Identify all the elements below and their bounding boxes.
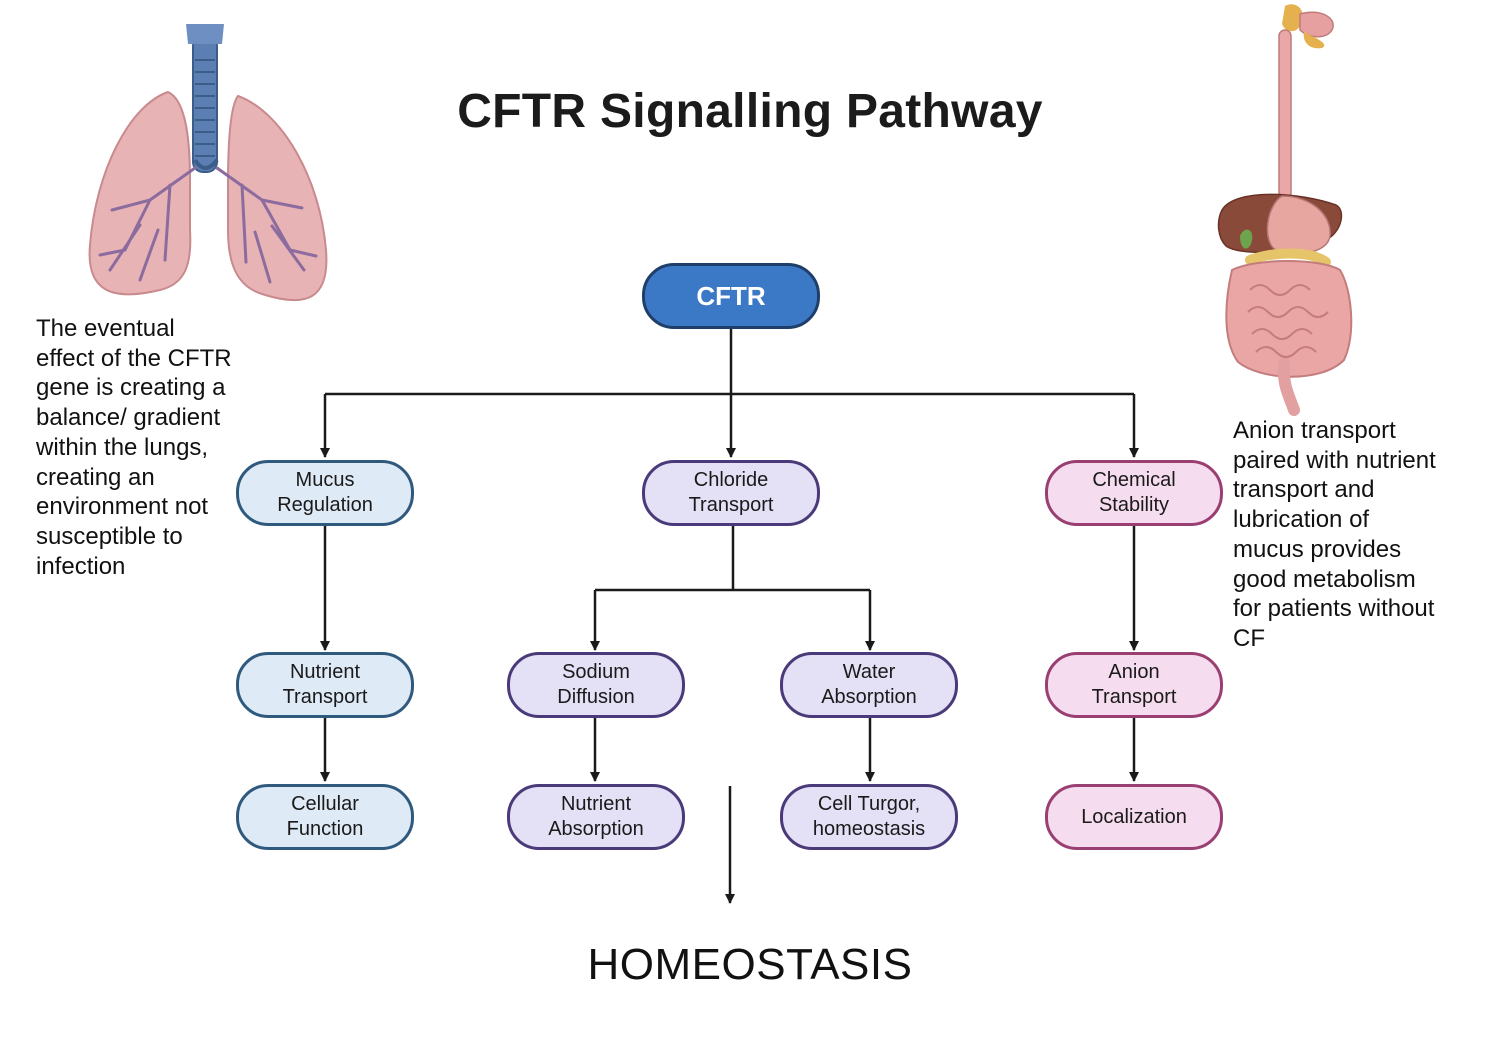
- node-cellular-function: Cellular Function: [236, 784, 414, 850]
- node-sodium-diffusion: Sodium Diffusion: [507, 652, 685, 718]
- node-mucus-regulation: Mucus Regulation: [236, 460, 414, 526]
- node-nutrient-absorption: Nutrient Absorption: [507, 784, 685, 850]
- node-cftr: CFTR: [642, 263, 820, 329]
- connector-lines: [320, 328, 1139, 904]
- lungs-note: The eventual effect of the CFTR gene is …: [36, 315, 232, 580]
- node-localization: Localization: [1045, 784, 1223, 850]
- node-nutrient-transport: Nutrient Transport: [236, 652, 414, 718]
- node-cell-turgor: Cell Turgor, homeostasis: [780, 784, 958, 850]
- diagram-title: CFTR Signalling Pathway: [457, 85, 1043, 138]
- node-anion-transport: Anion Transport: [1045, 652, 1223, 718]
- outcome-label: HOMEOSTASIS: [587, 940, 913, 989]
- node-chemical-stability: Chemical Stability: [1045, 460, 1223, 526]
- node-water-absorption: Water Absorption: [780, 652, 958, 718]
- node-chloride-transport: Chloride Transport: [642, 460, 820, 526]
- digestion-note: Anion transport paired with nutrient tra…: [1233, 417, 1436, 652]
- lungs-icon: [88, 24, 328, 302]
- digestive-system-icon: [1217, 4, 1353, 416]
